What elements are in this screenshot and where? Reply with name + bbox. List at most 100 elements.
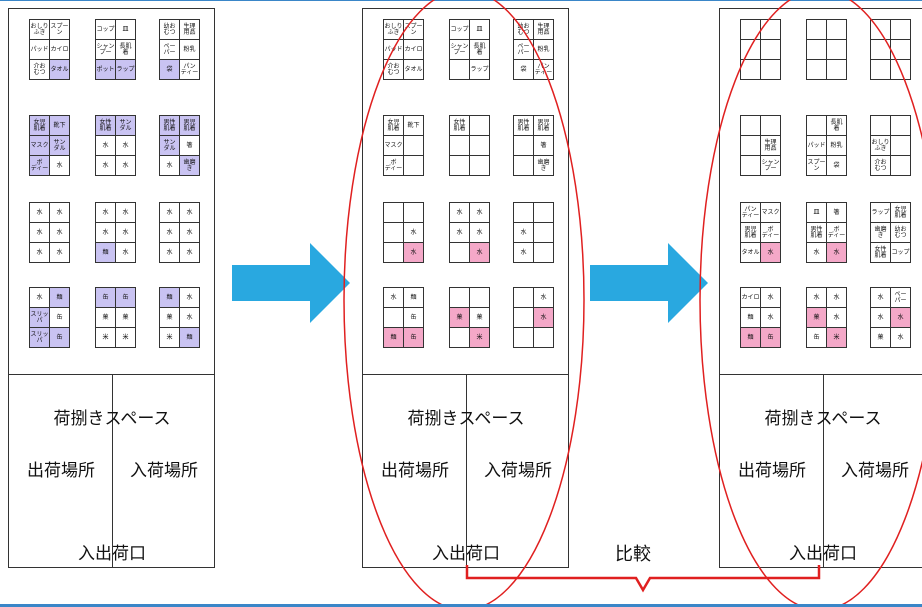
compare-label: 比較 xyxy=(615,544,651,565)
shelf-slot: 歯磨 き xyxy=(180,156,200,176)
shelf-slot xyxy=(827,40,847,60)
storage-shelf: 水水水水水水 xyxy=(159,202,200,263)
shelf-slot: スプー ン xyxy=(807,156,827,176)
shelf-slot xyxy=(450,60,470,80)
shelf-slot: ポット xyxy=(96,60,116,80)
shelf-slot: 水 xyxy=(30,223,50,243)
storage-shelf: 缶缶菓菓米米 xyxy=(95,287,136,348)
storage-shelf xyxy=(740,19,781,80)
shelf-slot xyxy=(384,203,404,223)
shelf-slot: 麺 xyxy=(50,288,70,308)
work-area: 荷捌きスペース 出荷場所 入荷場所 入出荷口 xyxy=(720,374,922,567)
shelf-slot: 水 xyxy=(180,223,200,243)
shelf-slot: ラップ xyxy=(470,60,490,80)
shelf-slot: 水 xyxy=(891,328,911,348)
entrance-label: 入出荷口 xyxy=(789,544,857,564)
shelf-slot: 水 xyxy=(50,223,70,243)
sorting-space-label: 荷捌きスペース xyxy=(764,409,882,429)
shelf-slot: おしり ふき xyxy=(871,136,891,156)
shelf-slot: 男性 肌着 xyxy=(160,116,180,136)
arrow-shape xyxy=(590,243,708,323)
top-accent-line xyxy=(0,0,922,1)
shelf-slot: 袋 xyxy=(514,60,534,80)
storage-shelf: 水水 xyxy=(513,202,554,263)
shelf-slot xyxy=(761,20,781,40)
shelf-slot: マスク xyxy=(30,136,50,156)
shelf-slot xyxy=(741,156,761,176)
shelf-slot xyxy=(514,288,534,308)
storage-shelf: コップ皿シャン プー長肌 着ポットラップ xyxy=(95,19,136,80)
shelf-slot: コップ xyxy=(891,243,911,263)
shelf-slot: サン ダル xyxy=(160,136,180,156)
shelf-slot: 男児 肌着 xyxy=(741,223,761,243)
shelf-slot xyxy=(384,308,404,328)
shelf-slot: 女児 肌着 xyxy=(891,203,911,223)
shelf-slot: 水 xyxy=(514,223,534,243)
shelf-slot: 水 xyxy=(180,308,200,328)
shelf-slot: 水 xyxy=(534,308,554,328)
shelf-slot: 水 xyxy=(30,288,50,308)
storage-shelf: 女児 肌着靴下マスクサン ダルボ ディー水 xyxy=(29,115,70,176)
shelf-slot: ペー パー xyxy=(891,288,911,308)
shelf-slot: 水 xyxy=(116,136,136,156)
storage-shelf: コップ皿シャン プー長肌 着ラップ xyxy=(449,19,490,80)
shelf-slot: 水 xyxy=(160,156,180,176)
entrance-label: 入出荷口 xyxy=(432,544,500,564)
shelf-slot: 箸 xyxy=(180,136,200,156)
shelf-slot: 長肌 着 xyxy=(827,116,847,136)
area-divider xyxy=(823,374,824,567)
shelf-slot: 女児 肌着 xyxy=(384,116,404,136)
shelf-slot xyxy=(534,328,554,348)
storage-shelf: 男性 肌着男児 肌着サン ダル箸水歯磨 き xyxy=(159,115,200,176)
storage-shelf: 水水水水水 xyxy=(449,202,490,263)
storage-shelf: 菓菓米 xyxy=(449,287,490,348)
shelf-slot: 麺 xyxy=(384,328,404,348)
shelf-slot: 米 xyxy=(470,328,490,348)
shelf-slot: 缶 xyxy=(116,288,136,308)
shelf-slot: 水 xyxy=(761,243,781,263)
shelf-slot: ペー パー xyxy=(514,40,534,60)
shelf-slot: 水 xyxy=(116,203,136,223)
shelf-slot: 米 xyxy=(116,328,136,348)
entrance-label: 入出荷口 xyxy=(78,544,146,564)
shelf-slot xyxy=(761,40,781,60)
shelf-slot: おしり ふき xyxy=(384,20,404,40)
storage-shelf: 女性 肌着サン ダル水水水水 xyxy=(95,115,136,176)
shelf-slot: タオル xyxy=(404,60,424,80)
shelf-slot: シャン プー xyxy=(761,156,781,176)
shelf-slot: 水 xyxy=(96,136,116,156)
shelf-slot: 菓 xyxy=(116,308,136,328)
shelf-slot: 男児 肌着 xyxy=(534,116,554,136)
shelf-slot: パン ティー xyxy=(180,60,200,80)
receiving-area-label: 入荷場所 xyxy=(484,461,552,481)
shelf-slot: 缶 xyxy=(807,328,827,348)
shelf-slot: 箸 xyxy=(534,136,554,156)
shelf-slot: 水 xyxy=(761,308,781,328)
layout-before-panel: おしり ふきスプー ンパッドカイロ介お むつタオルコップ皿シャン プー長肌 着ポ… xyxy=(8,8,215,568)
shelf-slot: 介お むつ xyxy=(384,60,404,80)
compare-brace xyxy=(465,565,821,593)
receiving-area-label: 入荷場所 xyxy=(130,461,198,481)
shelf-slot: 水 xyxy=(827,308,847,328)
sorting-space-label: 荷捌きスペース xyxy=(407,409,525,429)
area-divider xyxy=(466,374,467,567)
shelf-slot: タオル xyxy=(741,243,761,263)
sorting-space-label: 荷捌きスペース xyxy=(53,409,171,429)
shelf-slot: 介お むつ xyxy=(871,156,891,176)
shelf-slot xyxy=(470,156,490,176)
shelf-slot: 水 xyxy=(891,308,911,328)
shelf-slot: 水 xyxy=(30,243,50,263)
shelf-slot: ラップ xyxy=(116,60,136,80)
shelf-slot xyxy=(827,20,847,40)
shelf-slot: 菓 xyxy=(807,308,827,328)
shelf-slot: 米 xyxy=(96,328,116,348)
shelf-slot: カイロ xyxy=(404,40,424,60)
storage-shelf: 水麺スリッ パ缶スリッ パ缶 xyxy=(29,287,70,348)
shelf-slot: ボ ディー xyxy=(827,223,847,243)
shelf-slot: パッド xyxy=(807,136,827,156)
shelf-slot xyxy=(450,136,470,156)
shelf-slot: 袋 xyxy=(160,60,180,80)
shelf-slot: 水 xyxy=(96,156,116,176)
shelf-slot xyxy=(891,136,911,156)
shelf-slot: 水 xyxy=(470,243,490,263)
